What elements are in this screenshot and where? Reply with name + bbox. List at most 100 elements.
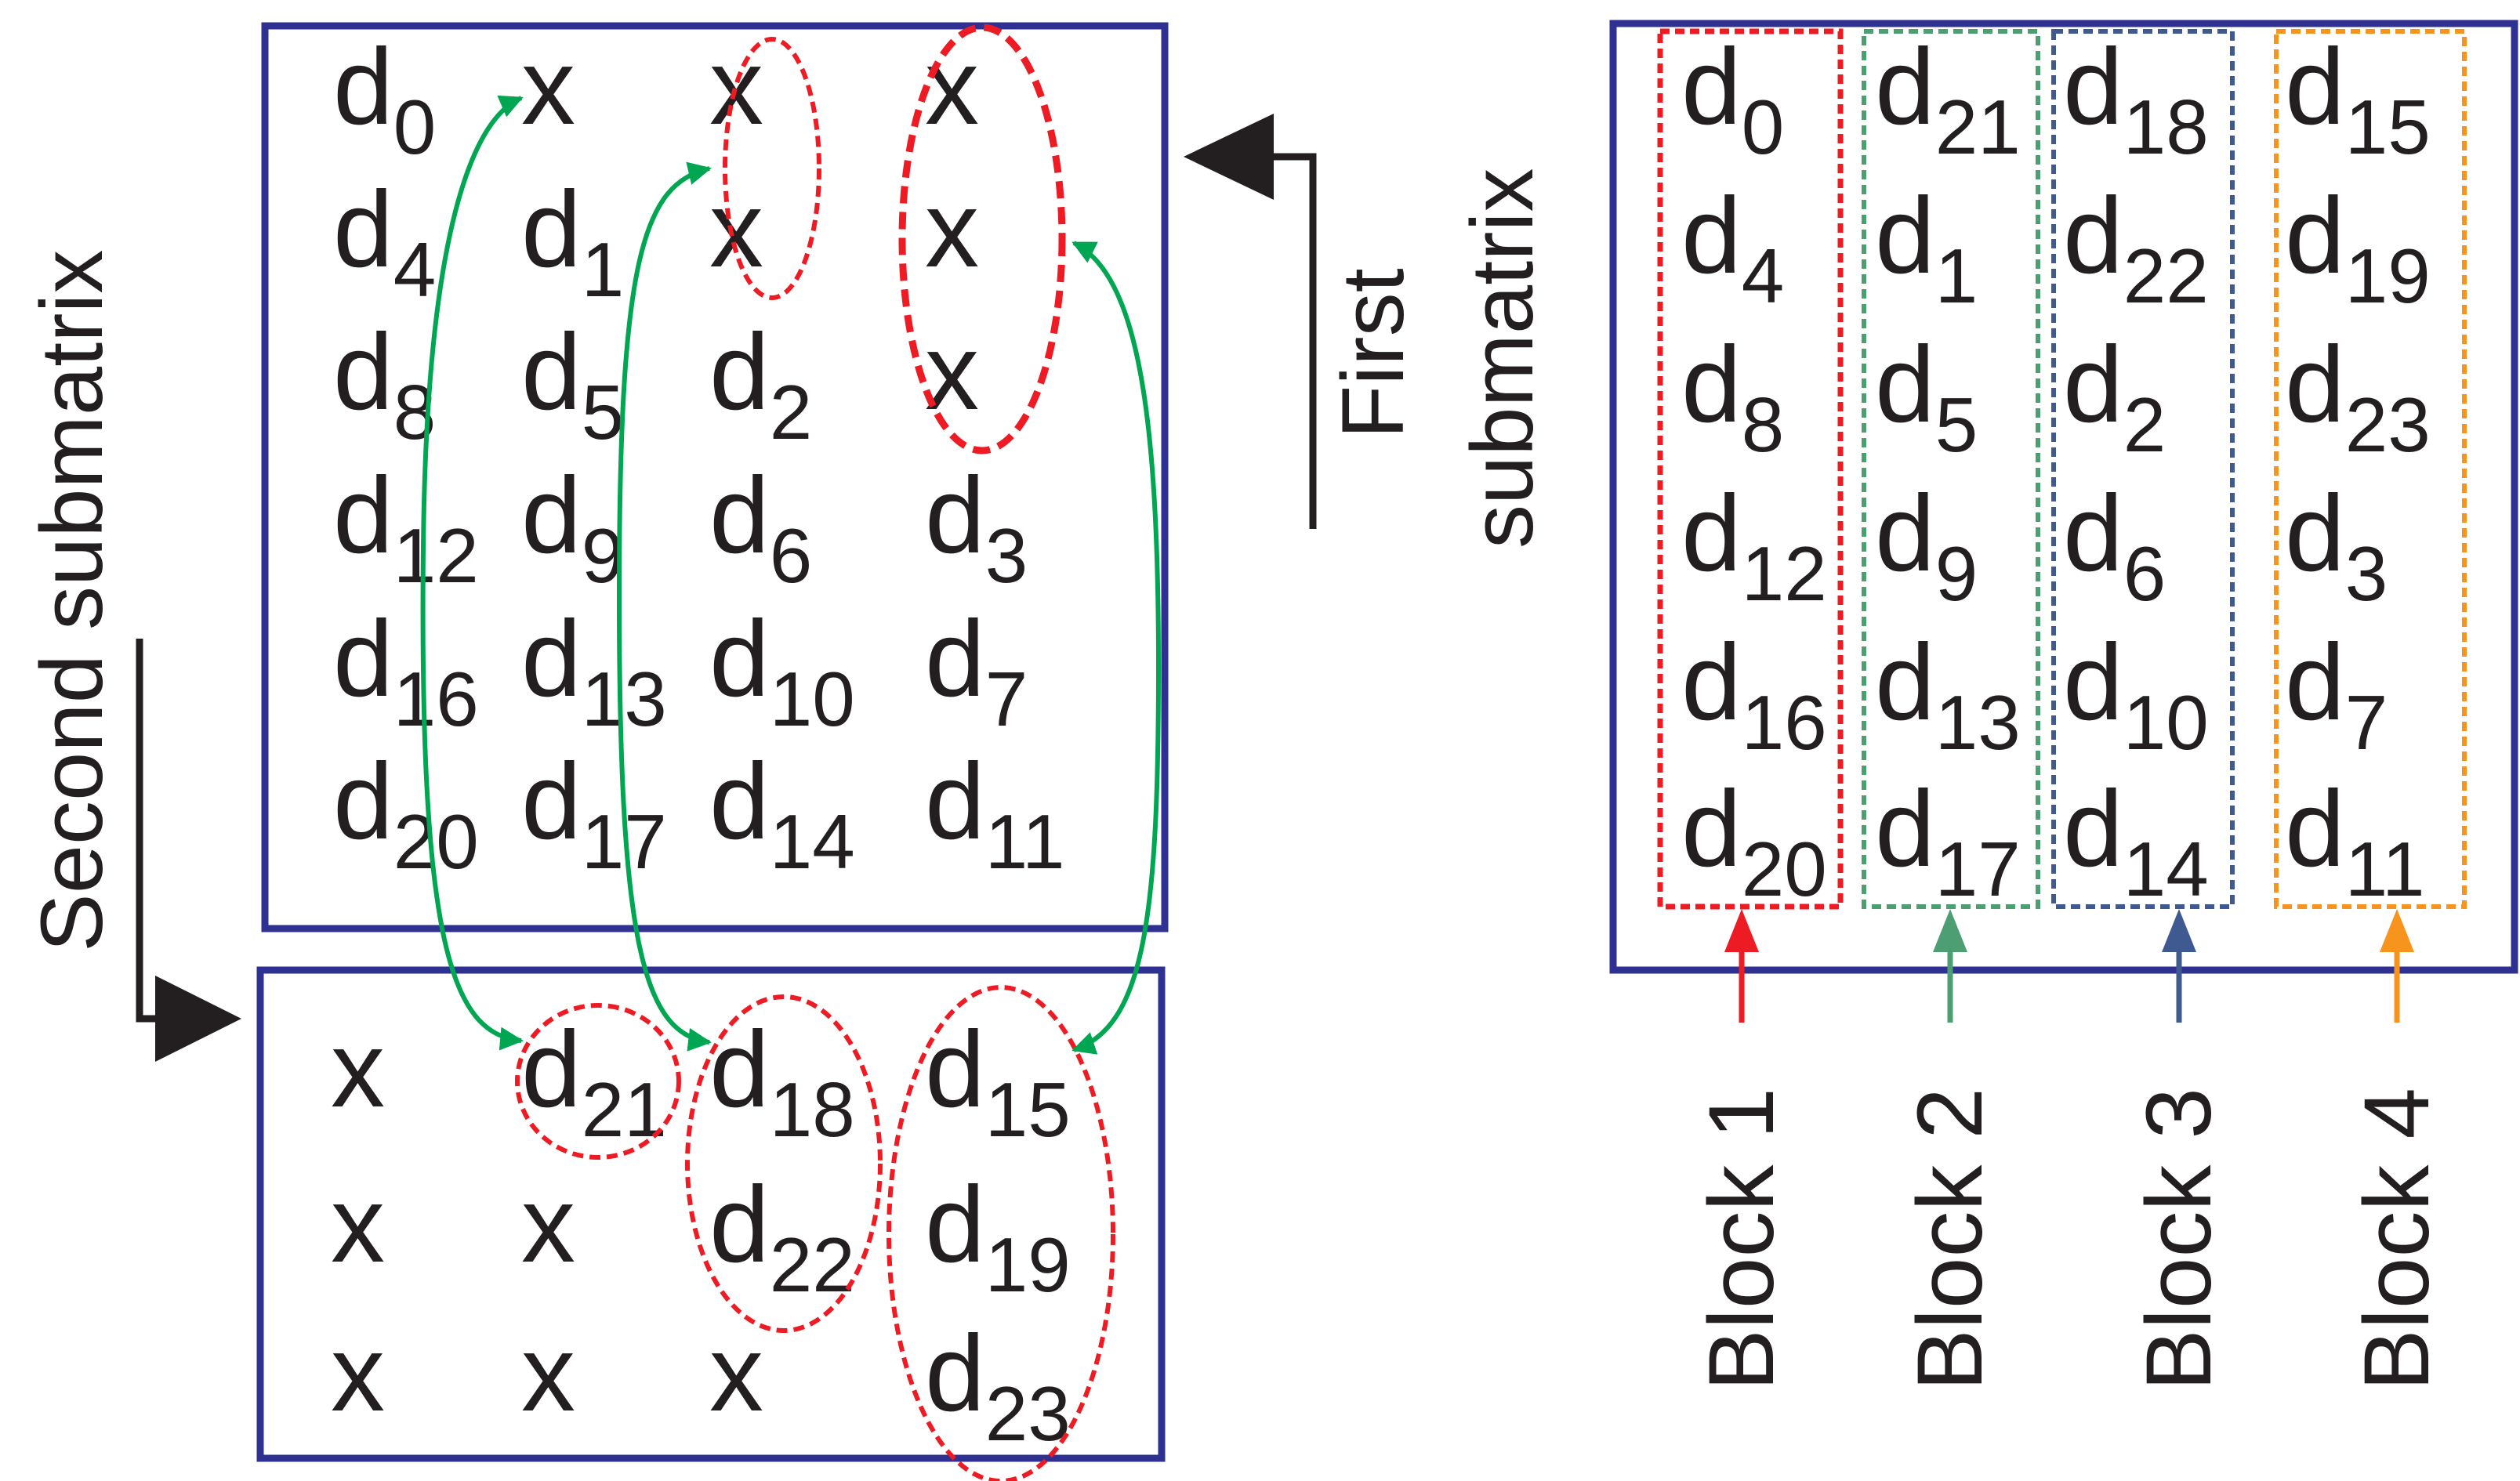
- second-cell-r1-c0: x: [331, 1164, 385, 1285]
- first-submatrix-pointer-head: [1184, 114, 1274, 200]
- merged-cell-r5-c2: d14: [2063, 769, 2209, 912]
- second-submatrix-pointer-line: [136, 639, 157, 1023]
- merged-cell-r2-c0: d8: [1681, 324, 1784, 468]
- block-1-frame: [1657, 28, 1844, 910]
- highlight-first-col3: [723, 37, 821, 300]
- merged-matrix-frame: [1609, 20, 2518, 974]
- merged-cell-r4-c1: d13: [1875, 622, 2021, 766]
- merged-cell-r5-c3: d11: [2285, 769, 2424, 912]
- merged-cell-r2-c2: d2: [2063, 324, 2166, 468]
- block-4-arrow-head: [2380, 909, 2414, 952]
- block-frames: [1657, 28, 2467, 910]
- first-cell-r0-c1: x: [521, 27, 575, 147]
- first-submatrix-pointer-line: [1270, 153, 1317, 529]
- merged-cell-r1-c0: d4: [1681, 176, 1784, 319]
- first-submatrix-label-submatrix: submatrix: [1453, 168, 1551, 549]
- first-cell-r4-c2: d10: [709, 599, 855, 742]
- first-cell-r4-c3: d7: [925, 599, 1028, 742]
- first-submatrix-label-group: First submatrix: [1184, 114, 1551, 549]
- merged-cell-r1-c2: d22: [2063, 176, 2209, 319]
- first-cell-r5-c3: d11: [925, 741, 1064, 885]
- block-3-label: Block 3: [2127, 1088, 2231, 1391]
- second-cell-r1-c1: x: [521, 1164, 575, 1285]
- second-cell-r0-c1: d21: [521, 1009, 667, 1153]
- first-submatrix-label-first: First: [1324, 268, 1422, 439]
- second-cell-r1-c3: d19: [925, 1164, 1071, 1308]
- first-cell-r5-c2: d14: [709, 741, 855, 885]
- second-cell-r0-c0: x: [331, 1009, 385, 1130]
- first-cell-r2-c0: d8: [333, 312, 436, 455]
- block-1-label: Block 1: [1690, 1088, 1793, 1391]
- merged-cell-r3-c2: d6: [2063, 473, 2166, 617]
- merged-cell-r4-c2: d10: [2063, 622, 2209, 766]
- merged-cell-r2-c3: d23: [2285, 324, 2431, 468]
- first-cell-r5-c0: d20: [333, 741, 479, 885]
- first-cell-r5-c1: d17: [521, 741, 667, 885]
- block-2-arrow-head: [1933, 909, 1967, 952]
- first-submatrix-frame: [261, 22, 1169, 932]
- first-cell-r3-c2: d6: [709, 455, 812, 599]
- second-cell-r2-c1: x: [521, 1313, 575, 1434]
- first-cell-r3-c3: d3: [925, 455, 1028, 599]
- second-submatrix-highlights: [515, 985, 1115, 1481]
- merged-cell-r0-c3: d15: [2285, 27, 2431, 170]
- first-cell-r4-c0: d16: [333, 599, 479, 742]
- block-2-label: Block 2: [1898, 1088, 2002, 1391]
- first-cell-r2-c2: d2: [709, 312, 812, 455]
- highlight-second-col3: [685, 994, 883, 1333]
- first-cell-r3-c0: d12: [333, 455, 479, 599]
- first-cell-r2-c1: d5: [521, 312, 624, 455]
- first-cell-r0-c0: d0: [333, 27, 436, 170]
- first-cell-r3-c1: d9: [521, 455, 624, 599]
- highlight-first-col4: [898, 24, 1066, 454]
- first-cell-r1-c2: x: [709, 169, 763, 290]
- mapping-arrows: [420, 95, 1162, 1055]
- block-4-label: Block 4: [2345, 1088, 2449, 1391]
- merged-cell-r4-c0: d16: [1681, 622, 1827, 766]
- second-cell-r1-c2: d22: [709, 1164, 855, 1308]
- merged-cell-r3-c3: d3: [2285, 473, 2388, 617]
- second-cell-r2-c0: x: [331, 1313, 385, 1434]
- merged-cell-r0-c0: d0: [1681, 27, 1784, 170]
- second-cell-r2-c2: x: [709, 1313, 763, 1434]
- highlight-second-col4: [887, 985, 1115, 1481]
- block-4-frame: [2274, 29, 2467, 909]
- arrow-x01-d21: [420, 95, 524, 1051]
- first-cell-r2-c3: x: [925, 312, 979, 433]
- merged-cell-r0-c1: d21: [1875, 27, 2021, 170]
- second-submatrix-label-group: Second submatrix: [23, 250, 241, 1062]
- second-cell-r0-c2: d18: [709, 1009, 855, 1153]
- merged-cell-r4-c3: d7: [2285, 622, 2388, 766]
- arrow-x02-d18: [616, 161, 712, 1052]
- first-cell-r1-c1: d1: [521, 169, 624, 313]
- first-cell-r1-c3: x: [925, 169, 979, 290]
- first-cell-r4-c1: d13: [521, 599, 667, 742]
- merged-cell-r1-c3: d19: [2285, 176, 2431, 319]
- merged-cell-r5-c0: d20: [1681, 769, 1827, 912]
- block-2-frame: [1862, 29, 2040, 909]
- highlight-second-col2: [515, 1003, 681, 1160]
- arrow-x13-d15: [1071, 241, 1162, 1055]
- block-3-arrow-head: [2162, 909, 2196, 952]
- block-3-frame: [2051, 29, 2235, 909]
- second-submatrix-label: Second submatrix: [23, 250, 121, 952]
- merged-cell-r5-c1: d17: [1875, 769, 2021, 912]
- merged-cell-r1-c1: d1: [1875, 176, 1978, 319]
- merged-cell-r3-c0: d12: [1681, 473, 1827, 617]
- merged-cell-r0-c2: d18: [2063, 27, 2209, 170]
- second-submatrix-pointer-head: [155, 976, 241, 1062]
- second-cell-r0-c3: d15: [925, 1009, 1071, 1153]
- second-cell-r2-c3: d23: [925, 1313, 1071, 1457]
- block-labels: Block 1 Block 2 Block 3 Block 4: [1690, 909, 2449, 1391]
- first-cell-r1-c0: d4: [333, 169, 436, 313]
- block-1-arrow-head: [1724, 909, 1759, 952]
- first-submatrix-highlights: [723, 24, 1066, 454]
- merged-cell-r3-c1: d9: [1875, 473, 1978, 617]
